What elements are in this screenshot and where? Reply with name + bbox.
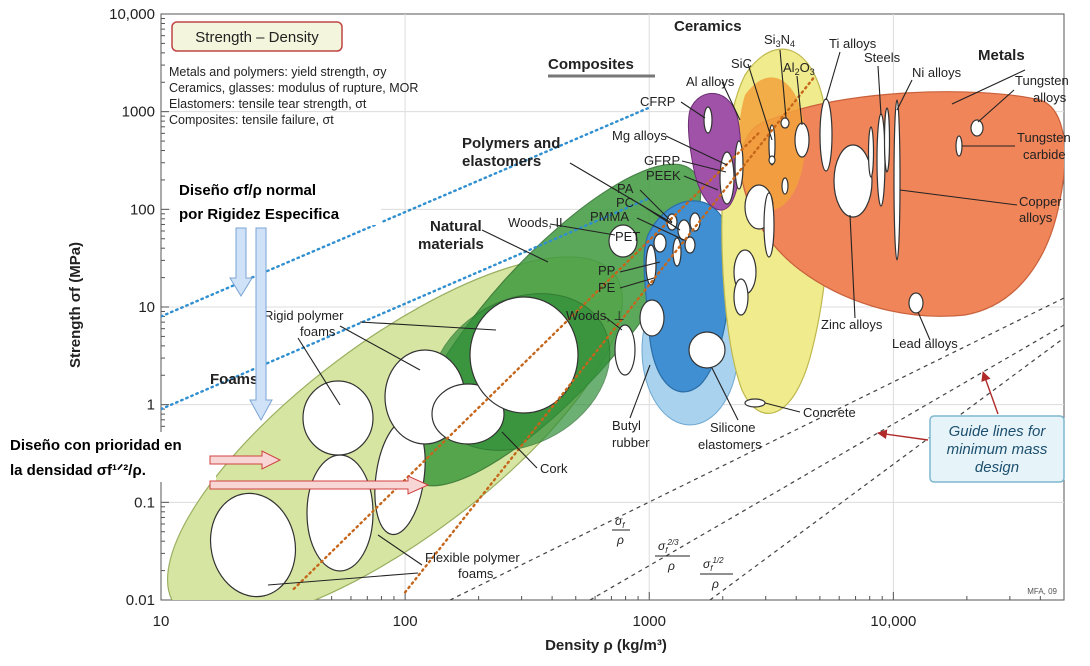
lbl-ti: Ti alloys [829, 36, 877, 51]
lbl-steels: Steels [864, 50, 901, 65]
legend-title: Strength – Density [195, 29, 319, 46]
blue-dotted-lower [161, 197, 651, 411]
orange-dotted-left [292, 132, 760, 591]
guide-box-line-1: minimum mass [947, 441, 1048, 458]
red-annotation-line-2: la densidad σf¹ᐟ²/ρ. [10, 462, 146, 479]
credit: MFA, 09 [1027, 587, 1057, 596]
lbl-concrete: Concrete [803, 405, 856, 420]
lbl-tungsten-1: Tungsten [1015, 73, 1069, 88]
lbl-wc-2: carbide [1023, 147, 1066, 162]
guide-lines [449, 297, 1064, 600]
lbl-cu-1: Copper [1019, 194, 1062, 209]
y-tick-label: 0.1 [134, 494, 155, 511]
legend-note-3: Composites: tensile failure, σt [169, 113, 334, 127]
lbl-pet: PET [615, 229, 640, 244]
lbl-cfrp: CFRP [640, 94, 675, 109]
lbl-pmma: PMMA [590, 209, 629, 224]
lbl-pe: PE [598, 280, 616, 295]
lbl-pc: PC [616, 195, 634, 210]
y-tick-label: 1 [147, 397, 155, 414]
svg-text:σf: σf [615, 514, 625, 530]
x-tick-label: 10,000 [870, 613, 916, 630]
lbl-ni: Ni alloys [912, 65, 962, 80]
lbl-woods-perp: Woods, ⊥ [566, 308, 625, 323]
leader-lines [267, 49, 1026, 586]
blue-annotation-line-2: por Rigidez Especifica [179, 206, 340, 223]
x-axis-title: Density ρ (kg/m³) [545, 637, 667, 654]
guide-box: Guide lines for minimum mass design [877, 371, 1065, 483]
blue-annotation-line-1: Diseño σf/ρ normal [179, 182, 316, 199]
label-composites: Composites [548, 56, 634, 73]
lbl-rigid-1: Rigid polymer [264, 308, 344, 323]
label-elastomers: elastomers [462, 153, 541, 170]
lbl-lead: Lead alloys [892, 336, 958, 351]
lbl-flex-2: foams [458, 566, 494, 581]
axis-ticks: 10 100 1000 10,000 0.01 0.1 1 10 100 1000 10,000 [109, 6, 1065, 630]
label-polymers: Polymers and [462, 135, 560, 152]
red-annotation-line-1: Diseño con prioridad en [10, 437, 182, 454]
guide-box-line-2: design [975, 459, 1019, 476]
legend-note-1: Ceramics, glasses: modulus of rupture, M… [169, 81, 418, 95]
svg-text:ρ: ρ [667, 559, 675, 573]
lbl-butyl-2: rubber [612, 435, 650, 450]
material-labels: Rigid polymer foams Flexible polymer foa… [264, 32, 1071, 581]
lbl-mg: Mg alloys [612, 128, 667, 143]
lbl-al: Al alloys [686, 74, 735, 89]
orange-dotted-right [403, 77, 815, 594]
lbl-zinc: Zinc alloys [821, 317, 883, 332]
label-ceramics: Ceramics [674, 18, 742, 35]
y-tick-label: 1000 [122, 104, 155, 121]
legend-note-2: Elastomers: tensile tear strength, σt [169, 97, 367, 111]
lbl-silicone-2: elastomers [698, 437, 762, 452]
lbl-gfrp: GFRP [644, 153, 680, 168]
legend-note-0: Metals and polymers: yield strength, σy [169, 65, 387, 79]
label-metals: Metals [978, 47, 1025, 64]
lbl-pp: PP [598, 263, 615, 278]
lbl-flex-1: Flexible polymer [425, 550, 520, 565]
label-materials: materials [418, 236, 484, 253]
lbl-woods-par: Woods, II [508, 215, 563, 230]
lbl-tungsten-2: alloys [1033, 90, 1067, 105]
y-tick-label: 10,000 [109, 6, 155, 23]
guide-box-line-0: Guide lines for [949, 423, 1047, 440]
y-tick-label: 100 [130, 201, 155, 218]
label-foams: Foams [210, 371, 258, 388]
label-natural: Natural [430, 218, 482, 235]
lbl-rigid-2: foams [300, 324, 336, 339]
lbl-silicone-1: Silicone [710, 420, 756, 435]
x-tick-label: 1000 [633, 613, 666, 630]
lbl-al2o3: Al2O3 [783, 60, 815, 77]
x-tick-label: 10 [153, 613, 170, 630]
material-bubbles [209, 98, 984, 598]
lbl-si3n4: Si3N4 [764, 32, 795, 49]
lbl-pa: PA [617, 181, 634, 196]
lbl-butyl-1: Butyl [612, 418, 641, 433]
lbl-cork: Cork [540, 461, 568, 476]
red-annotation: Diseño con prioridad en la densidad σf¹ᐟ… [4, 432, 430, 495]
svg-text:ρ: ρ [711, 577, 719, 591]
y-tick-label: 10 [138, 299, 155, 316]
x-tick-label: 100 [393, 613, 418, 630]
svg-text:ρ: ρ [616, 533, 624, 547]
y-axis-title: Strength σf (MPa) [67, 242, 84, 368]
lbl-peek: PEEK [646, 168, 681, 183]
lbl-sic: SiC [731, 56, 752, 71]
legend-box: Strength – Density Metals and polymers: … [169, 21, 418, 127]
blue-annotation: Diseño σf/ρ normal por Rigidez Especific… [171, 177, 381, 422]
y-tick-label: 0.01 [126, 592, 155, 609]
lbl-cu-2: alloys [1019, 210, 1053, 225]
lbl-wc-1: Tungsten [1017, 130, 1071, 145]
